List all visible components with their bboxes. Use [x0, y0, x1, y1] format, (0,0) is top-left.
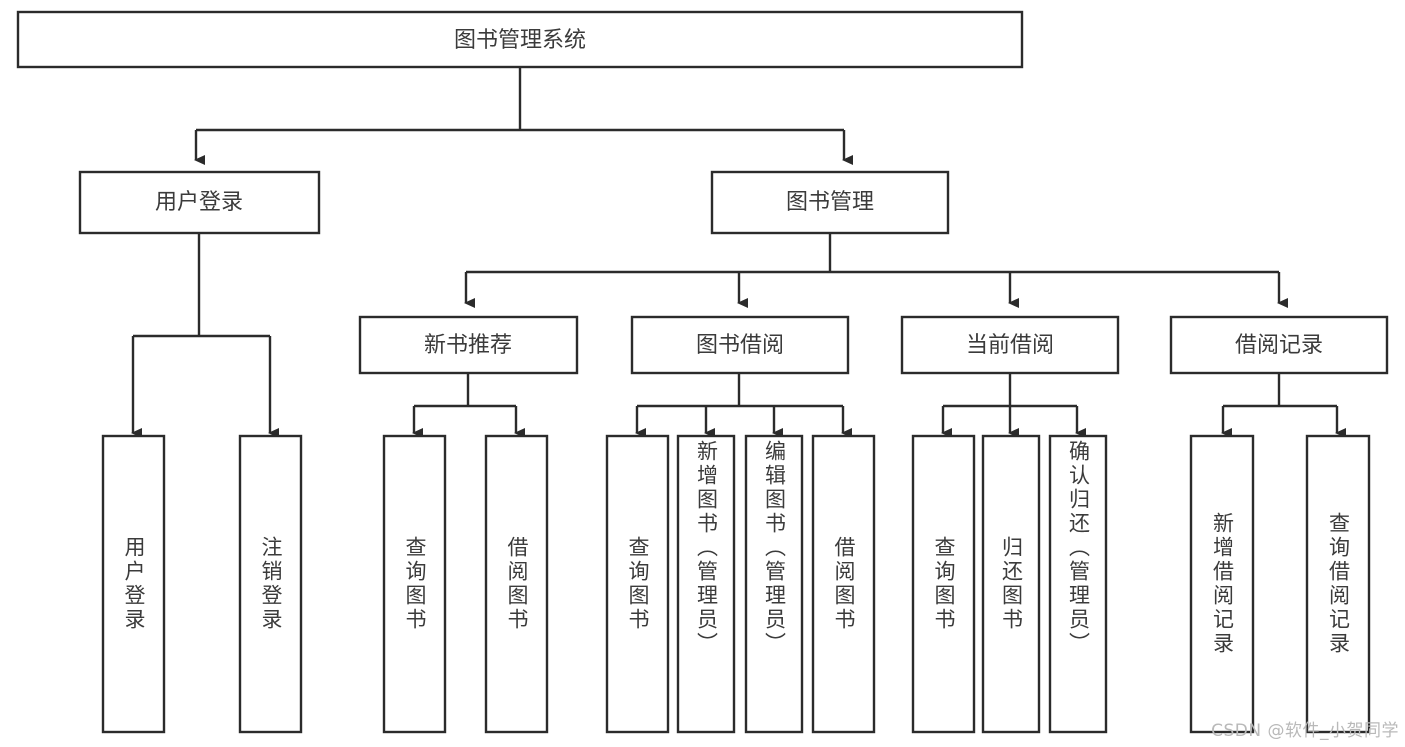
node-new-book-recommend-label: 新书推荐 — [424, 333, 512, 358]
leaf-borrow-book-recommend[interactable] — [484, 434, 549, 734]
node-current-borrow-label: 当前借阅 — [966, 333, 1054, 358]
node-book-borrow-label: 图书借阅 — [696, 333, 784, 358]
node-new-book-recommend[interactable]: 新书推荐 — [358, 315, 579, 375]
connector-new-book-to-leaves — [412, 373, 525, 438]
leaf-query-book-current[interactable] — [911, 434, 976, 734]
connector-user-login-to-leaves — [131, 233, 279, 438]
connector-borrow-record-to-leaves — [1221, 373, 1346, 438]
leaf-add-book-admin[interactable] — [676, 434, 736, 734]
leaf-return-book[interactable] — [981, 434, 1041, 734]
connector-book-borrow-to-leaves — [635, 373, 852, 438]
csdn-watermark: CSDN @软件_小贺同学 — [1211, 721, 1399, 741]
connector-current-borrow-to-leaves — [941, 373, 1086, 438]
leaf-query-book-borrow[interactable] — [605, 434, 670, 734]
leaf-edit-book-admin[interactable] — [744, 434, 804, 734]
leaf-query-borrow-record[interactable] — [1305, 434, 1371, 734]
node-root-system[interactable]: 图书管理系统 — [16, 10, 1024, 69]
node-borrow-record[interactable]: 借阅记录 — [1169, 315, 1389, 375]
leaf-query-book-recommend[interactable] — [382, 434, 447, 734]
leaf-add-borrow-record[interactable] — [1189, 434, 1255, 734]
leaf-user-login[interactable] — [101, 434, 166, 734]
connector-root-to-level2 — [194, 67, 853, 165]
leaf-logout[interactable] — [238, 434, 303, 734]
leaf-borrow-book[interactable] — [811, 434, 876, 734]
node-current-borrow[interactable]: 当前借阅 — [900, 315, 1120, 375]
node-book-management-label: 图书管理 — [786, 190, 874, 215]
leaf-confirm-return-admin[interactable] — [1048, 434, 1108, 734]
node-borrow-record-label: 借阅记录 — [1235, 333, 1323, 358]
node-book-borrow[interactable]: 图书借阅 — [630, 315, 850, 375]
node-user-login-label: 用户登录 — [155, 190, 243, 215]
node-user-login[interactable]: 用户登录 — [78, 170, 321, 235]
node-book-management[interactable]: 图书管理 — [710, 170, 950, 235]
connector-book-management-to-level3 — [464, 233, 1288, 308]
node-root-system-label: 图书管理系统 — [454, 28, 586, 53]
